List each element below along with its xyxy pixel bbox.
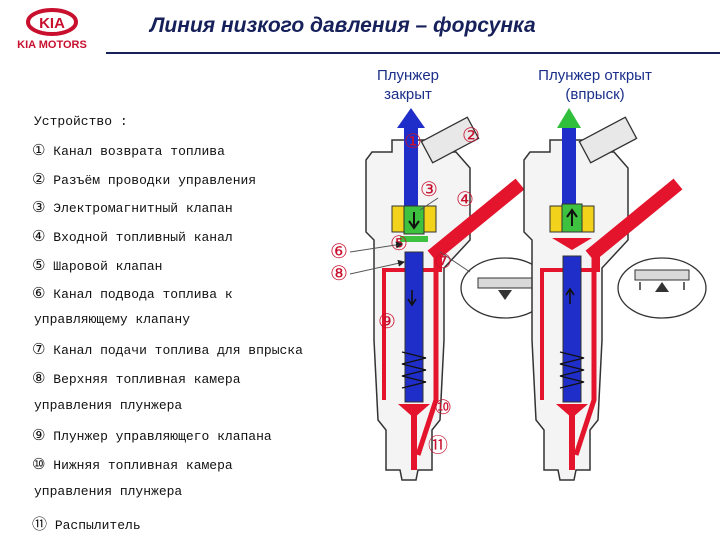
control-plunger — [404, 251, 424, 403]
return-arrow-open — [557, 108, 581, 128]
kia-logo: KIA KIA MOTORS — [17, 8, 87, 51]
plunger-spring — [559, 351, 585, 389]
plunger-direction-arrow — [565, 287, 575, 304]
caption-open-text: Плунжер открыт (впрыск) — [538, 67, 652, 103]
page-title: Линия низкого давления – форсунка — [150, 14, 536, 37]
caption-closed-text: Плунжер закрыт — [376, 67, 440, 103]
return-arrow — [397, 108, 425, 128]
caption-closed: Плунжер закрыт — [358, 66, 458, 104]
legend-text: Канал возврата топлива — [53, 144, 225, 159]
marker-1: ① — [404, 129, 422, 153]
plunger-spring — [401, 351, 427, 389]
svg-text:KIA: KIA — [39, 15, 65, 32]
marker-3: ③ — [420, 177, 438, 201]
legend-item: ⑩ Нижняя топливная камера — [32, 455, 233, 473]
return-channel — [562, 126, 576, 206]
injection-channel — [415, 252, 439, 456]
legend-item: управления плунжера — [34, 398, 182, 413]
legend-number: ① — [32, 141, 46, 159]
legend-text: Плунжер управляющего клапана — [53, 429, 272, 444]
header-divider — [106, 52, 720, 54]
inlet-channel — [585, 178, 683, 262]
marker-9: ⑨ — [378, 309, 396, 333]
caption-open: Плунжер открыт (впрыск) — [510, 66, 680, 104]
ball-valve-open — [552, 238, 592, 250]
marker-7: ⑦ — [434, 249, 452, 273]
legend-number: ⑩ — [32, 455, 46, 473]
marker-2: ② — [462, 123, 480, 147]
legend-item: ⑦ Канал подачи топлива для впрыска — [32, 340, 303, 358]
injector-closed — [365, 108, 525, 481]
legend: Устройство : ① Канал возврата топлива ② … — [32, 114, 303, 534]
nozzle-needle — [569, 414, 575, 470]
connector-housing — [420, 116, 480, 164]
legend-number: ⑧ — [32, 369, 46, 387]
legend-number: ② — [32, 170, 46, 188]
legend-item: управления плунжера — [34, 484, 182, 499]
lower-chamber — [556, 404, 588, 418]
legend-item: ① Канал возврата топлива — [32, 141, 225, 159]
legend-text: Канал подачи топлива для впрыска — [53, 343, 303, 358]
legend-text: Распылитель — [54, 518, 141, 533]
legend-item: ⑥ Канал подвода топлива к — [32, 284, 233, 302]
return-channel — [404, 126, 418, 206]
svg-text:KIA MOTORS: KIA MOTORS — [17, 39, 87, 51]
injector-open — [523, 108, 683, 481]
legend-text: Верхняя топливная камера — [53, 372, 241, 387]
inlet-channel — [427, 178, 525, 262]
valve-detail-closed — [439, 251, 550, 319]
legend-number: ③ — [32, 198, 46, 216]
legend-text: Шаровой клапан — [53, 259, 163, 274]
armature-arrow — [408, 212, 420, 230]
marker-6: ⑥ — [330, 239, 348, 263]
legend-number: ⑥ — [32, 284, 46, 302]
legend-text: управления плунжера — [34, 484, 183, 499]
legend-item: ⑨ Плунжер управляющего клапана — [32, 426, 272, 444]
marker-5: ⑤ — [390, 231, 408, 255]
lower-chamber — [398, 404, 430, 418]
armature-arrow — [566, 208, 578, 226]
legend-number: ⑨ — [32, 426, 46, 444]
plunger-direction-arrow — [407, 290, 417, 307]
legend-text: Разъём проводки управления — [53, 173, 257, 188]
legend-number: ⑪ — [32, 515, 48, 533]
legend-item: ④ Входной топливный канал — [32, 227, 233, 245]
legend-item: ③ Электромагнитный клапан — [32, 198, 233, 216]
callout-markers: ① ② ③ ④ ⑤ ⑥ ⑦ ⑧ ⑨ ⑩ ⑪ — [330, 123, 480, 457]
legend-text: Входной топливный канал — [53, 230, 233, 245]
legend-item: ⑧ Верхняя топливная камера — [32, 369, 241, 387]
legend-item: ② Разъём проводки управления — [32, 170, 256, 188]
legend-number: ⑤ — [32, 256, 46, 274]
marker-11: ⑪ — [428, 433, 448, 457]
legend-number: ④ — [32, 227, 46, 245]
legend-text: управления плунжера — [34, 398, 183, 413]
header: KIA KIA MOTORS Линия низкого давления – … — [0, 0, 720, 56]
marker-8: ⑧ — [330, 261, 348, 285]
nozzle-needle — [411, 414, 417, 470]
legend-heading: Устройство : — [34, 114, 128, 129]
connector-housing — [578, 116, 638, 164]
marker-10: ⑩ — [434, 395, 452, 419]
legend-item: управляющему клапану — [34, 312, 190, 327]
legend-text: Электромагнитный клапан — [53, 201, 233, 216]
marker-4: ④ — [456, 187, 474, 211]
legend-item: ⑪ Распылитель — [32, 513, 141, 534]
legend-text: управляющему клапану — [34, 312, 191, 327]
injection-channel — [573, 252, 597, 456]
legend-text: Канал подвода топлива к — [53, 287, 233, 302]
legend-item: ⑤ Шаровой клапан — [32, 256, 162, 274]
legend-number: ⑦ — [32, 340, 46, 358]
marker-leaders — [349, 197, 439, 275]
valve-detail-open — [617, 257, 707, 319]
ball-valve-seat — [400, 236, 428, 242]
legend-text: Нижняя топливная камера — [53, 458, 233, 473]
